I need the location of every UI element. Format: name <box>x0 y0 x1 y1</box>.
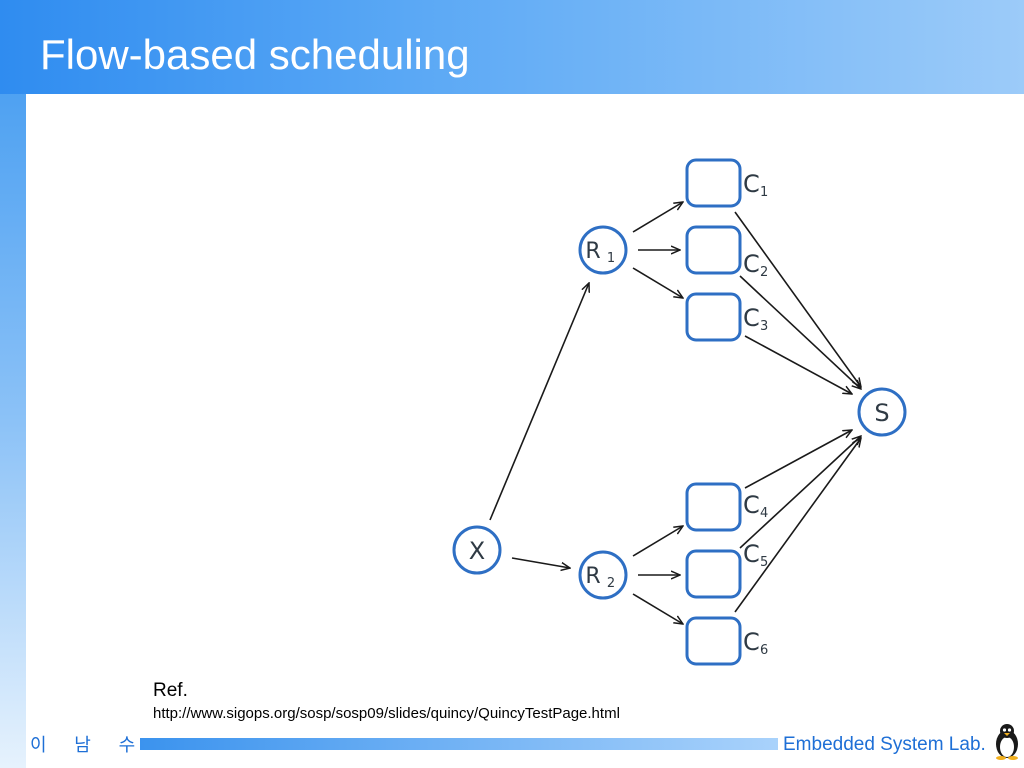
reference-label: Ref. <box>153 680 188 701</box>
node-c5-label: C <box>743 540 760 568</box>
reference: Ref. http://www.sigops.org/sosp/sosp09/s… <box>153 680 620 722</box>
node-x-label: X <box>469 537 485 565</box>
edge-c5-s <box>739 436 861 549</box>
node-s: S <box>857 387 907 437</box>
node-c2-subscript: 2 <box>760 265 768 280</box>
edge-r2-c4 <box>632 526 683 557</box>
node-c5-subscript: 5 <box>760 555 768 570</box>
edge-r1-c3 <box>632 267 683 298</box>
node-r1-subscript: 1 <box>607 251 615 266</box>
node-c1: C 1 <box>685 158 768 208</box>
node-c6-subscript: 6 <box>760 643 768 658</box>
edge-x-r1 <box>489 283 589 521</box>
node-r2-subscript: 2 <box>607 576 615 591</box>
node-x: X <box>452 525 502 575</box>
edge-c3-s <box>744 335 852 394</box>
node-r1: R 1 <box>578 225 628 275</box>
node-c4: C 4 <box>685 482 768 532</box>
node-r2: R 2 <box>578 550 628 600</box>
edge-c1-s <box>734 211 861 387</box>
title-bar: Flow-based scheduling <box>0 0 1024 94</box>
diagram-edges <box>489 202 861 624</box>
reference-url: http://www.sigops.org/sosp/sosp09/slides… <box>153 705 620 722</box>
node-c2: C 2 <box>685 225 768 280</box>
node-c3: C 3 <box>685 292 768 342</box>
node-c1-label: C <box>743 170 760 198</box>
edge-x-r2 <box>511 557 570 568</box>
footer-lab-name: Embedded System Lab. <box>783 734 986 755</box>
edge-c6-s <box>734 438 861 613</box>
node-c6-label: C <box>743 628 760 656</box>
footer-bar <box>140 738 778 750</box>
node-c3-subscript: 3 <box>760 319 768 334</box>
node-r2-label: R <box>585 564 600 589</box>
node-c1-subscript: 1 <box>760 185 768 200</box>
slide-title: Flow-based scheduling <box>40 31 470 78</box>
node-c4-label: C <box>743 491 760 519</box>
node-c4-subscript: 4 <box>760 506 768 521</box>
edge-r2-c6 <box>632 593 683 624</box>
node-c5: C 5 <box>685 540 768 599</box>
node-c3-label: C <box>743 304 760 332</box>
edge-c4-s <box>744 430 852 489</box>
footer-author: 이 남 수 <box>30 735 147 756</box>
penguin-logo-icon <box>996 724 1018 760</box>
node-s-label: S <box>874 399 889 427</box>
left-accent-band <box>0 0 26 768</box>
node-r1-label: R <box>585 239 600 264</box>
node-c6: C 6 <box>685 616 768 666</box>
edge-c2-s <box>739 275 861 389</box>
edge-r1-c1 <box>632 202 683 233</box>
node-c2-label: C <box>743 250 760 278</box>
